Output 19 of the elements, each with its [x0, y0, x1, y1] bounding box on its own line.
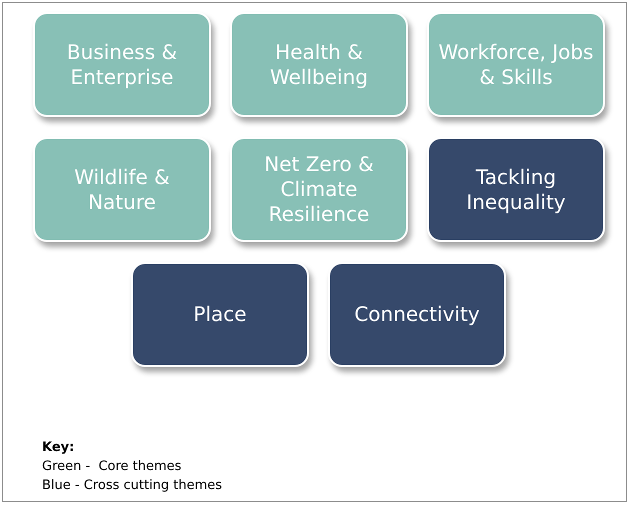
theme-box: [427, 137, 605, 242]
theme-box: [33, 12, 211, 117]
theme-label: Net Zero & Climate Resilience: [263, 152, 375, 227]
theme-label: Connectivity: [353, 302, 481, 327]
theme-label: Place: [192, 302, 248, 327]
theme-label: Wildlife & Nature: [73, 164, 171, 214]
key-heading: Key:: [42, 440, 74, 455]
theme-label: Health & Wellbeing: [269, 40, 369, 90]
key-text: Green - Core themes: [42, 459, 182, 474]
theme-box: [131, 262, 309, 367]
theme-label: Business & Enterprise: [66, 40, 178, 90]
theme-box: [427, 12, 605, 117]
theme-box: [328, 262, 506, 367]
theme-box: [230, 137, 408, 242]
key-text: Blue - Cross cutting themes: [42, 478, 222, 493]
theme-label: Workforce, Jobs & Skills: [438, 40, 594, 90]
theme-box: [230, 12, 408, 117]
theme-label: Tackling Inequality: [465, 164, 567, 214]
theme-box: [33, 137, 211, 242]
